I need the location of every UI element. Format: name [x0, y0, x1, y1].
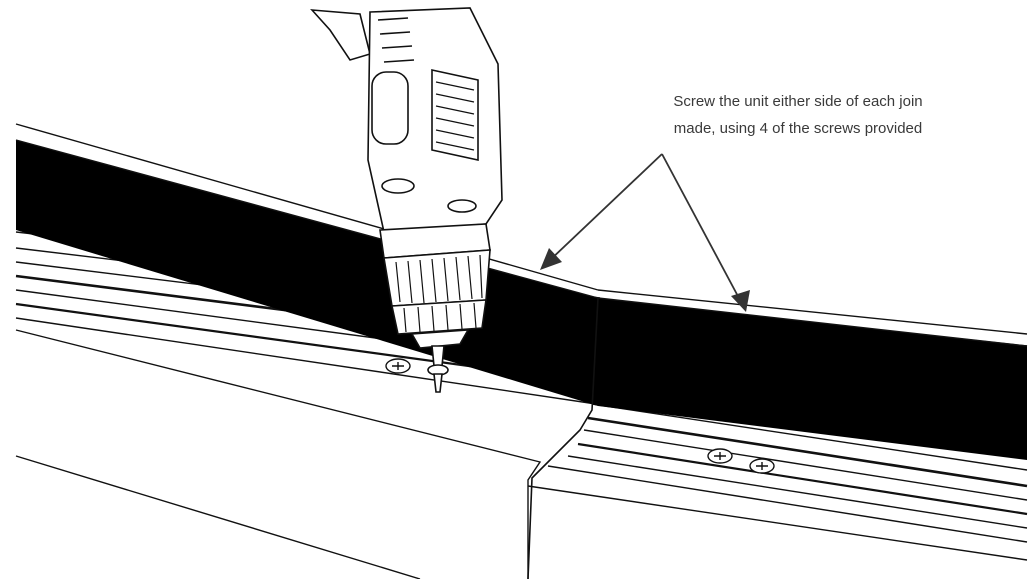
- callout-line-2: made, using 4 of the screws provided: [673, 120, 923, 137]
- instruction-callout: Screw the unit either side of each join …: [598, 88, 998, 142]
- power-drill-icon: [310, 7, 503, 393]
- screw-icon: [707, 448, 733, 464]
- screw-icon: [749, 458, 775, 474]
- black-panel-right: [598, 298, 1027, 460]
- screw-icon: [385, 358, 411, 374]
- panel-top-edges: [15, 123, 1028, 347]
- arrow-icon: [661, 153, 750, 312]
- callout-line-1: Screw the unit either side of each join: [673, 93, 923, 110]
- arrow-icon: [540, 153, 663, 270]
- join-line: [527, 297, 599, 579]
